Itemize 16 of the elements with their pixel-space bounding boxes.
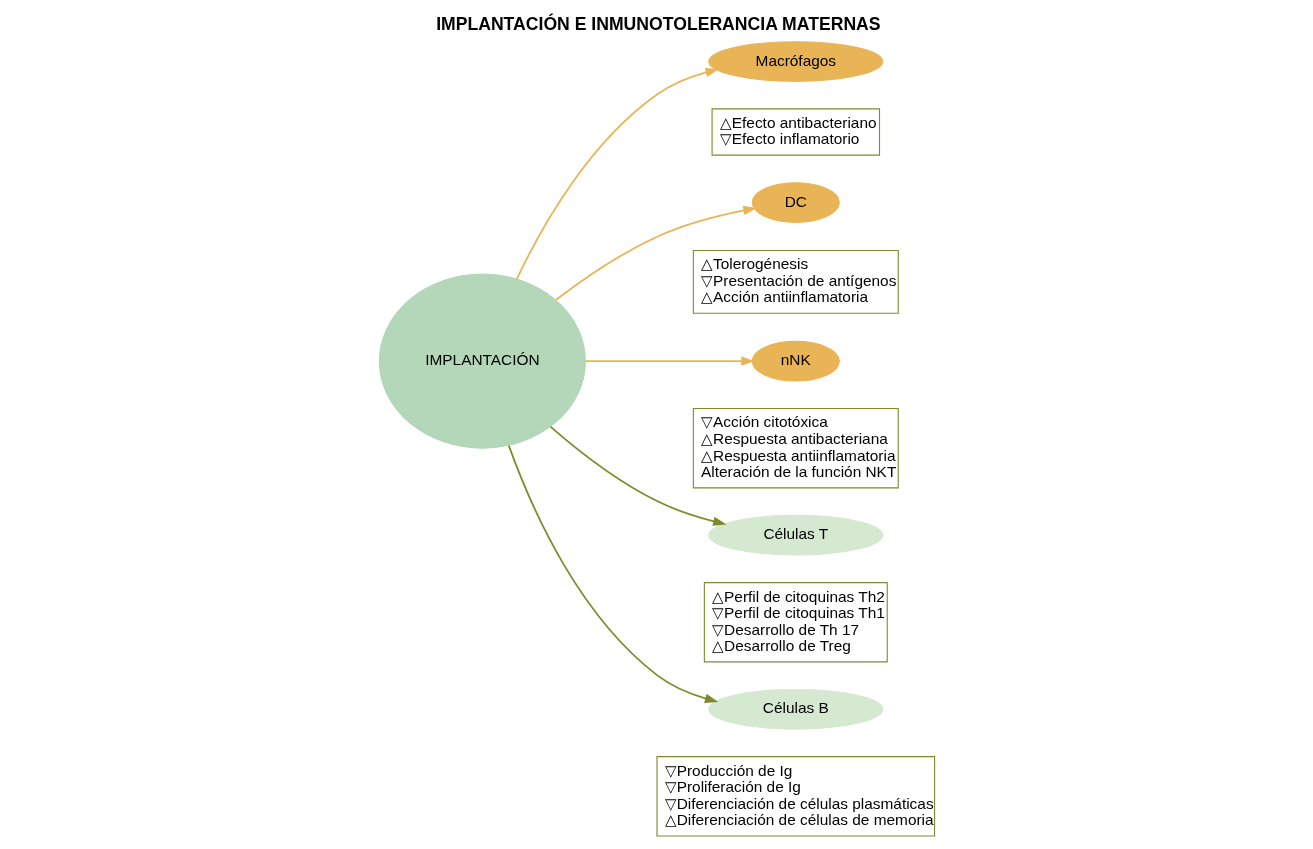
node-box: ▽Producción de Ig ▽Proliferación de Ig ▽Diferenciación de células plasmáticas △Diferenciación de células de memoria bbox=[655, 756, 935, 837]
node-box: △Perfil de citoquinas Th2 ▽Perfil de citoquinas Th1 ▽Desarrollo de Th 17 △Desarrollo de Treg bbox=[703, 582, 888, 663]
arrow bbox=[515, 67, 719, 280]
node-ellipse: Macrófagos bbox=[707, 41, 883, 82]
arrow bbox=[507, 444, 718, 703]
node-box: △Efecto antibacteriano ▽Efecto inflamatorio bbox=[711, 108, 880, 156]
diagram-title: IMPLANTACIÓN E INMUNOTOLERANCIA MATERNAS bbox=[435, 14, 881, 35]
node-box: △Tolerogénesis ▽Presentación de antígenos △Acción antiinflamatoria bbox=[692, 249, 899, 314]
node-ellipse: IMPLANTACIÓN bbox=[378, 273, 586, 449]
arrow bbox=[549, 425, 727, 526]
node-box: ▽Acción citotóxica △Respuesta antibacteriana △Respuesta antiinflamatoria Alteración de la función NKT bbox=[692, 407, 899, 489]
arrow bbox=[554, 205, 757, 301]
node-ellipse: Células B bbox=[707, 688, 883, 730]
node-ellipse: nNK bbox=[751, 340, 840, 382]
arrow bbox=[584, 356, 755, 366]
node-ellipse: DC bbox=[751, 182, 840, 223]
